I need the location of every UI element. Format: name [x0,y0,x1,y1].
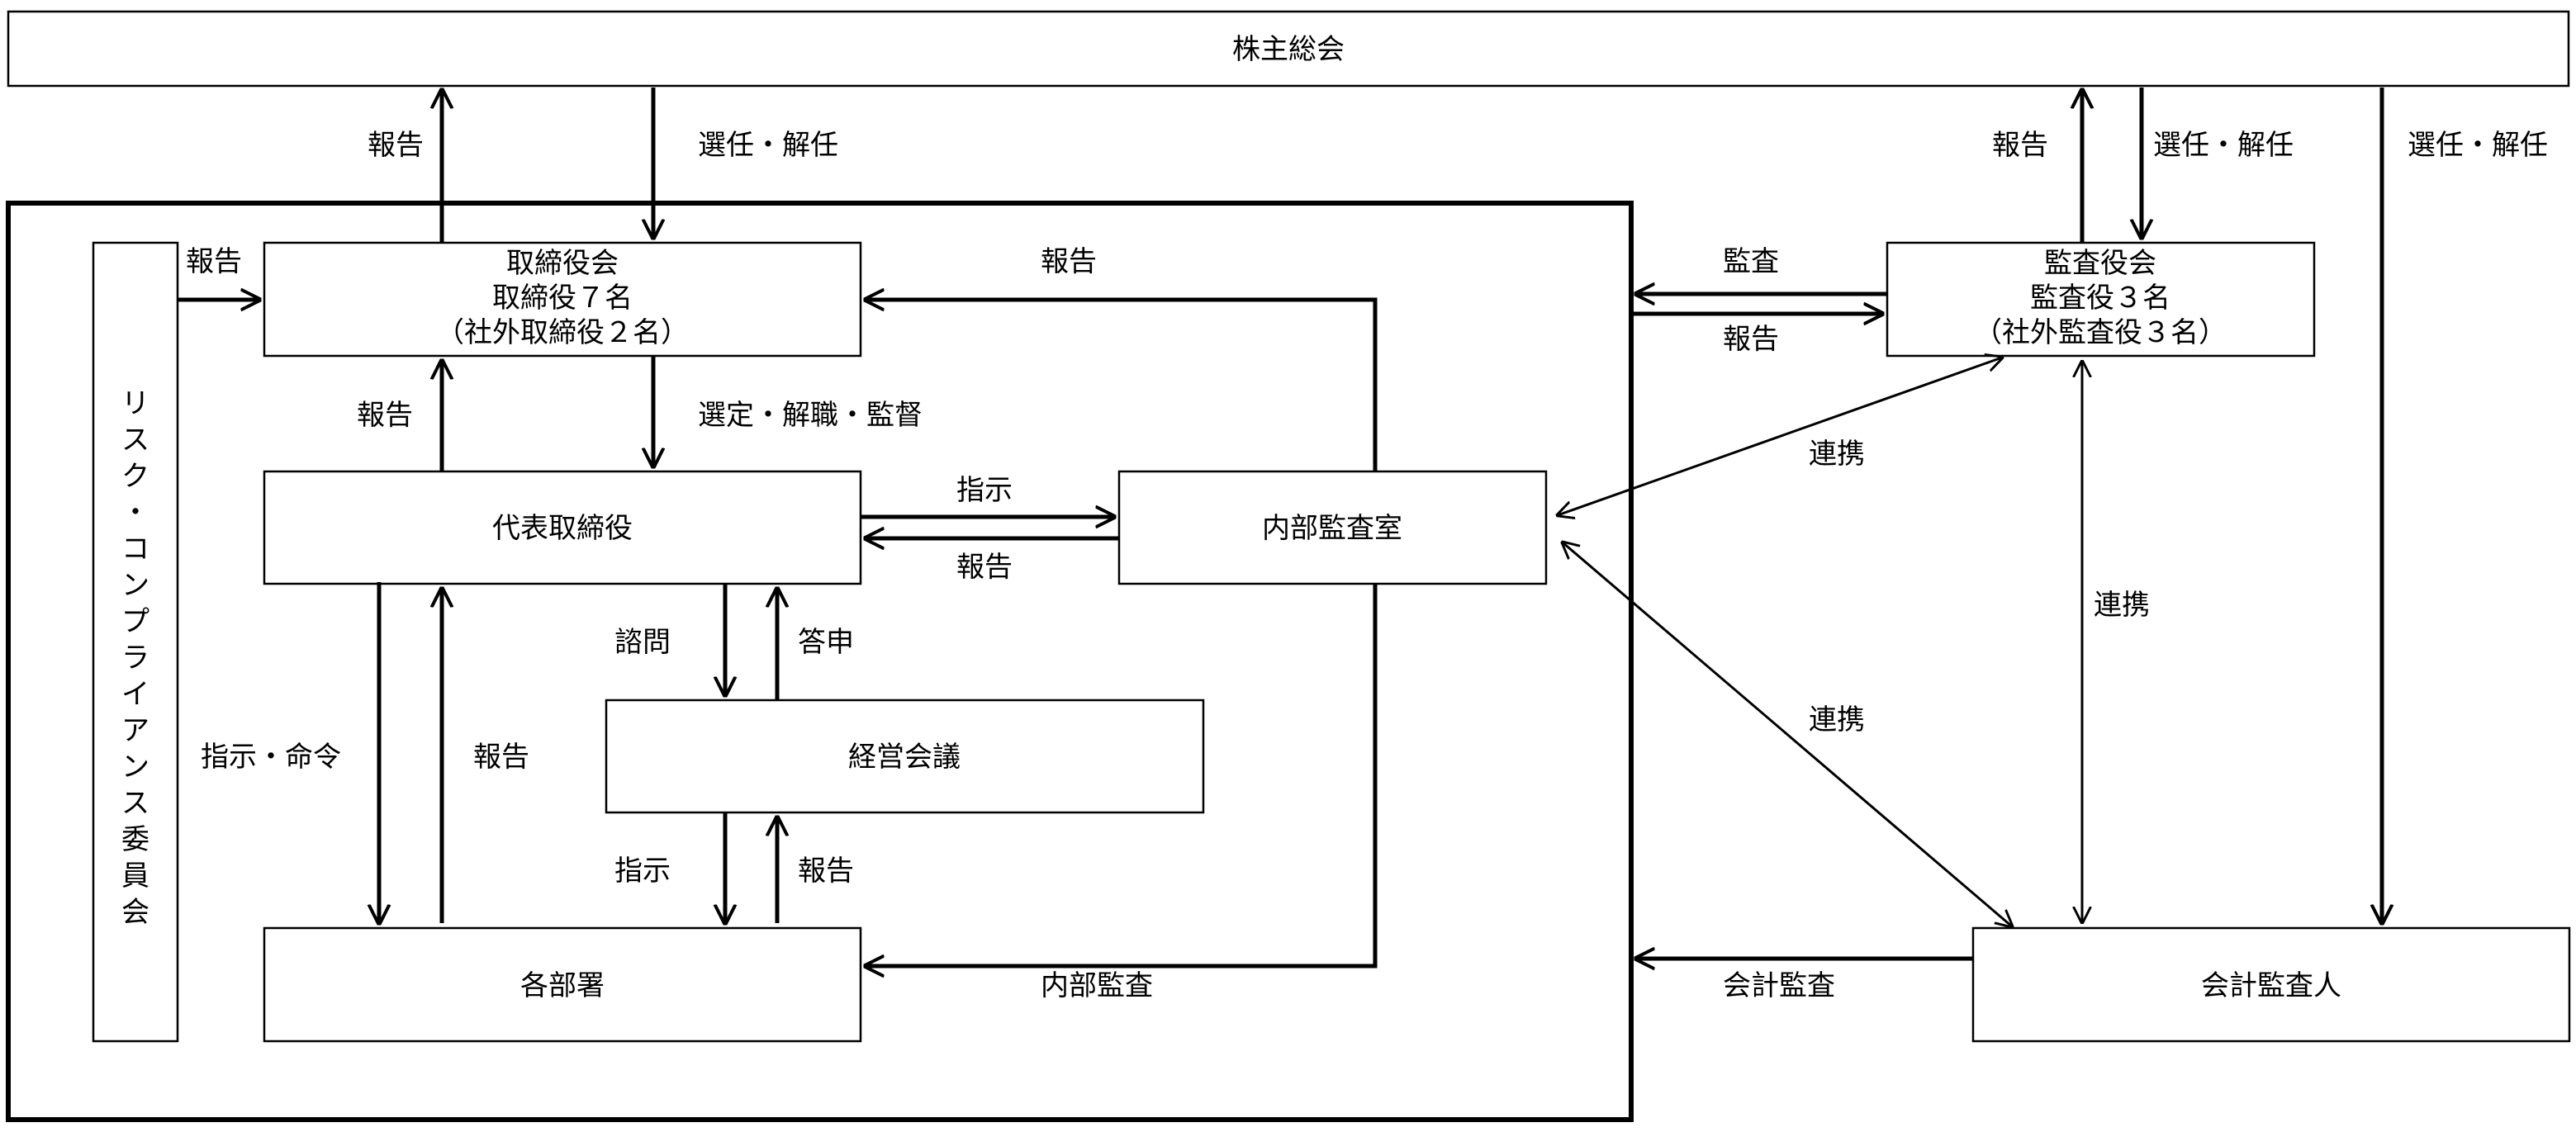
label-president-report: 報告 [357,399,413,432]
departments-box: 各部署 [263,926,862,1043]
management-meeting-box: 経営会議 [605,699,1205,814]
board-outside-members: （社外取締役２名） [436,316,689,349]
internal-audit-label: 内部監査室 [1262,512,1402,545]
risk-committee-char: 員 [121,860,149,893]
risk-committee-char: ン [121,569,149,602]
board-members: 取締役７名 [492,282,633,315]
board-box: 取締役会 取締役７名 （社外取締役２名） [263,241,862,358]
board-title: 取締役会 [506,247,619,280]
risk-committee-char: ラ [121,642,149,675]
arrow-internal-audit-report-to-board [866,300,1378,471]
risk-committee-char: ・ [121,496,149,529]
departments-label: 各部署 [520,969,605,1002]
label-internal-audit-report: 報告 [1041,245,1097,278]
label-instruction-order: 指示・命令 [201,741,341,774]
label-internal-audit: 内部監査 [1041,969,1153,1002]
label-report-internal-audit: 報告 [956,551,1013,584]
label-meeting-instruction: 指示 [614,855,671,888]
risk-committee-char: ン [121,751,149,784]
risk-committee-char: ス [121,424,149,457]
label-departments-report: 報告 [473,741,529,774]
label-board-report: 報告 [368,129,424,162]
label-coop-internal-accounting: 連携 [1809,703,1865,737]
arrow-coop-auditors-internal-audit [1558,358,2002,515]
auditors-title: 監査役会 [2044,247,2156,280]
label-accounting-appoint: 選任・解任 [2408,129,2548,162]
risk-committee-char: コ [121,533,149,566]
president-box: 代表取締役 [263,470,862,585]
label-company-report: 報告 [1723,323,1779,356]
risk-committee-char: ス [121,787,149,820]
label-instruction-internal-audit: 指示 [956,474,1013,507]
risk-committee-char: 会 [121,896,149,929]
arrow-internal-audit-departments [866,584,1378,966]
label-audit: 監査 [1723,245,1779,278]
risk-committee-char: リ [121,387,149,420]
label-coop-auditors-internal: 連携 [1809,438,1865,471]
auditors-members: 監査役３名 [2030,282,2170,315]
label-accounting-audit: 会計監査 [1723,969,1835,1002]
management-meeting-label: 経営会議 [848,741,961,774]
arrow-coop-internal-audit-accounting [1563,542,2012,926]
risk-committee-char: イ [121,678,149,711]
label-answer: 答申 [798,626,854,659]
risk-committee-char: プ [121,605,149,638]
auditors-outside-members: （社外監査役３名） [1974,316,2227,349]
label-meeting-report: 報告 [798,855,854,888]
label-select-dismiss-supervise: 選定・解職・監督 [698,399,923,432]
auditors-box: 監査役会 監査役３名 （社外監査役３名） [1886,241,2316,358]
accounting-auditor-box: 会計監査人 [1971,926,2571,1043]
label-auditors-report: 報告 [1992,129,2048,162]
label-risk-report: 報告 [186,245,242,278]
label-coop-auditors-accounting: 連携 [2094,589,2150,622]
risk-committee-char: ア [121,714,149,747]
risk-committee-char: 委 [121,823,149,856]
internal-audit-box: 内部監査室 [1117,470,1548,585]
shareholders-label: 株主総会 [1232,33,1345,66]
label-consult: 諮問 [614,626,671,659]
shareholders-box: 株主総会 [7,10,2570,88]
label-auditors-appoint: 選任・解任 [2153,129,2294,162]
risk-committee-char: ク [121,460,149,493]
accounting-auditor-label: 会計監査人 [2201,969,2341,1002]
president-label: 代表取締役 [492,512,633,545]
label-board-appoint: 選任・解任 [698,129,838,162]
